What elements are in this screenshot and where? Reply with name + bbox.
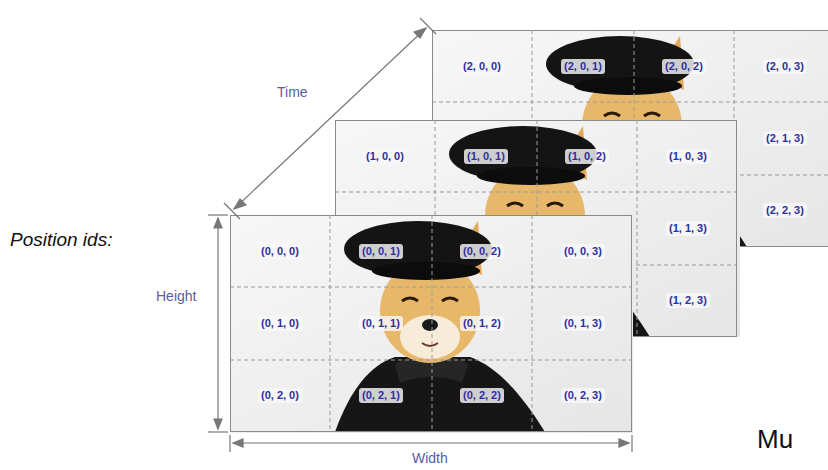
position-id: (0, 1, 2) [460,316,504,331]
position-id: (0, 1, 0) [258,316,302,331]
position-id: (0, 2, 0) [258,388,302,403]
position-id: (0, 0, 1) [359,244,403,259]
dimension-label: Width [412,450,448,466]
frame-front [230,215,633,433]
position-id: (0, 2, 2) [460,388,504,403]
position-id: (2, 0, 3) [763,59,807,74]
caption-fragment: Mu [757,425,793,455]
position-id: (0, 2, 1) [359,388,403,403]
position-id: (0, 0, 3) [561,244,605,259]
axis-title: Position ids: [10,229,112,251]
dimension-label: Time [277,84,308,100]
position-id: (2, 0, 1) [561,59,605,74]
position-id: (0, 2, 3) [561,388,605,403]
position-id: (1, 2, 3) [666,293,710,308]
position-id: (1, 0, 1) [464,149,508,164]
position-id: (2, 1, 3) [763,131,807,146]
position-id: (0, 0, 2) [460,244,504,259]
position-id: (2, 0, 2) [662,59,706,74]
position-id: (1, 0, 2) [565,149,609,164]
position-id: (0, 1, 1) [359,316,403,331]
position-id: (0, 0, 0) [258,244,302,259]
dimension-arrows [208,18,632,452]
position-id: (1, 1, 3) [666,221,710,236]
position-id: (1, 0, 3) [666,149,710,164]
position-id: (2, 0, 0) [460,59,504,74]
position-id: (1, 0, 0) [363,149,407,164]
position-id: (0, 1, 3) [561,316,605,331]
position-id: (2, 2, 3) [763,203,807,218]
dimension-label: Height [156,288,196,304]
